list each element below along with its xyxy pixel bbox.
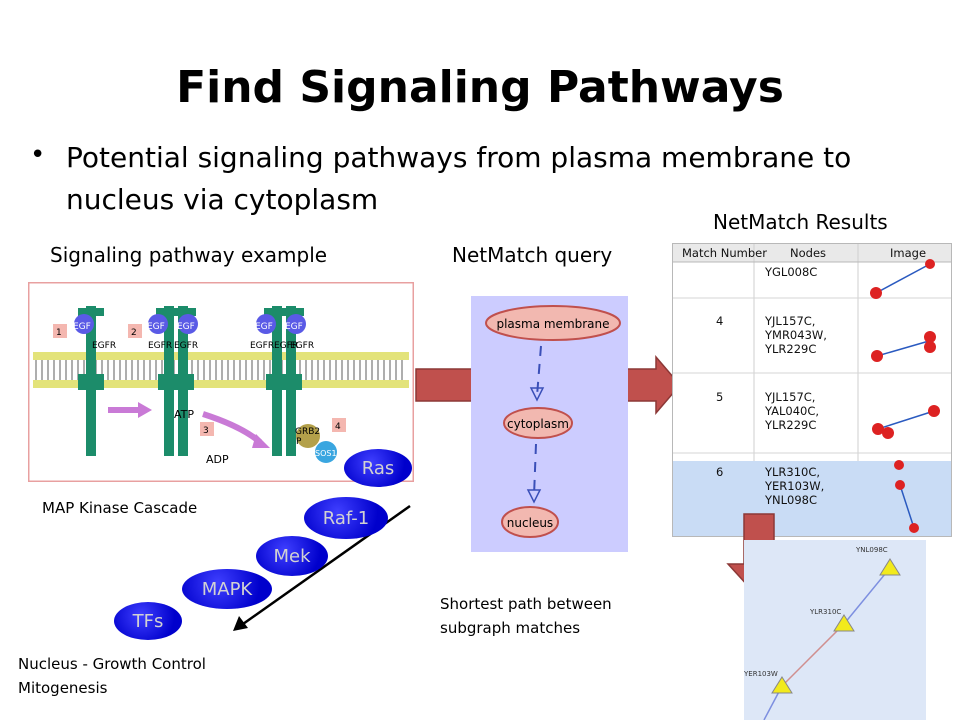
bullet-point: • xyxy=(30,140,46,170)
egf-label: EGF xyxy=(255,322,273,332)
signaling-pathway-figure: EGF EGF EGF EGF EGF EGFR EGFR EGFR EGFR … xyxy=(28,282,414,482)
graph-node-label: YLR310C xyxy=(809,608,841,616)
match-thumbnail xyxy=(870,259,935,299)
table-cell: YGL008C xyxy=(764,265,817,279)
egfr-label: EGFR xyxy=(250,341,274,351)
match-thumbnail xyxy=(894,460,919,533)
p-label: P xyxy=(296,437,302,447)
grb2-node xyxy=(296,424,320,448)
ras-node: Ras xyxy=(344,449,412,487)
grb2-label: GRB2 xyxy=(295,427,320,437)
graph-node-label: YER103W xyxy=(744,670,778,678)
table-cell: YLR310C, xyxy=(764,465,820,479)
receptor-pair-2 xyxy=(148,306,198,456)
table-header[interactable]: Nodes xyxy=(790,246,826,260)
egfr-label: EGFR xyxy=(92,341,116,351)
table-cell: YNL098C xyxy=(764,493,817,507)
query-node-cytoplasm xyxy=(503,407,573,439)
egf-label: EGF xyxy=(177,322,195,332)
arrowhead xyxy=(252,434,270,448)
match-thumbnail xyxy=(871,331,936,362)
map-kinase-label: MAP Kinase Cascade xyxy=(42,499,198,517)
netmatch-results-label: NetMatch Results xyxy=(713,210,888,234)
shortest-path-label: Shortest path between subgraph matches xyxy=(440,595,612,637)
table-header[interactable]: Image xyxy=(890,246,926,260)
egfr-label: EGFR xyxy=(148,341,172,351)
netmatch-query-graph: plasma membrane cytoplasm nucleus xyxy=(471,296,628,552)
egf-label: EGF xyxy=(73,322,91,332)
table-cell: YLR229C xyxy=(764,418,816,432)
step-box xyxy=(200,422,214,436)
graph-node-icon xyxy=(879,558,901,576)
table-cell: YAL040C, xyxy=(764,404,819,418)
shortest-path-graph: YNL098C YLR310C YER103W xyxy=(744,540,926,720)
graph-node-label: YNL098C xyxy=(855,546,888,554)
sos1-node xyxy=(315,441,337,463)
query-node-nucleus xyxy=(501,506,559,538)
egfr-label: EGFR xyxy=(274,341,298,351)
query-node-label: nucleus xyxy=(507,516,553,530)
step-number: 4 xyxy=(335,422,341,432)
egf-label: EGF xyxy=(285,322,303,332)
table-cell: 6 xyxy=(716,465,723,479)
step-number: 2 xyxy=(131,328,137,338)
membrane-bilayer xyxy=(33,352,409,388)
match-thumbnail xyxy=(872,405,940,439)
egfr-label: EGFR xyxy=(174,341,198,351)
netmatch-results-table: Match Number Nodes Image YGL008C 4 YJL15… xyxy=(672,243,952,537)
nucleus-growth-label: Nucleus - Growth Control Mitogenesis xyxy=(18,655,206,697)
table-cell: YER103W, xyxy=(764,479,824,493)
receptor-pair-3 xyxy=(256,306,306,456)
page-title: Find Signaling Pathways xyxy=(176,62,784,113)
graph-node-icon xyxy=(771,676,793,694)
bullet-text: Potential signaling pathways from plasma… xyxy=(66,141,852,216)
egfr-label: EGFR xyxy=(290,341,314,351)
step-box xyxy=(332,418,346,432)
raf1-node: Raf-1 xyxy=(304,497,388,539)
query-edge xyxy=(533,443,537,497)
step-number: 3 xyxy=(203,426,209,436)
table-cell: YMR043W, xyxy=(764,328,827,342)
table-cell: 5 xyxy=(716,390,723,404)
query-node-label: cytoplasm xyxy=(507,417,569,431)
table-cell: YJL157C, xyxy=(764,390,815,404)
receptor-1 xyxy=(74,306,104,456)
table-cell: YJL157C, xyxy=(764,314,815,328)
atp-label: ATP xyxy=(174,408,194,421)
step-number: 1 xyxy=(56,328,62,338)
arrowhead xyxy=(138,402,152,418)
step-box xyxy=(53,324,67,338)
graph-node-icon xyxy=(833,614,855,632)
table-cell: 4 xyxy=(716,314,723,328)
signaling-example-label: Signaling pathway example xyxy=(50,243,328,267)
sos1-label: SOS1 xyxy=(315,449,337,458)
tfs-node: TFs xyxy=(114,602,182,640)
egf-label: EGF xyxy=(147,322,165,332)
query-node-plasma-membrane xyxy=(485,305,621,341)
step-box xyxy=(128,324,142,338)
netmatch-query-label: NetMatch query xyxy=(452,243,613,267)
mek-node: Mek xyxy=(256,536,328,576)
table-header[interactable]: Match Number xyxy=(682,246,767,260)
adp-label: ADP xyxy=(206,453,229,466)
table-cell: YLR229C xyxy=(764,342,816,356)
query-node-label: plasma membrane xyxy=(496,317,609,331)
mapk-node: MAPK xyxy=(182,569,272,609)
